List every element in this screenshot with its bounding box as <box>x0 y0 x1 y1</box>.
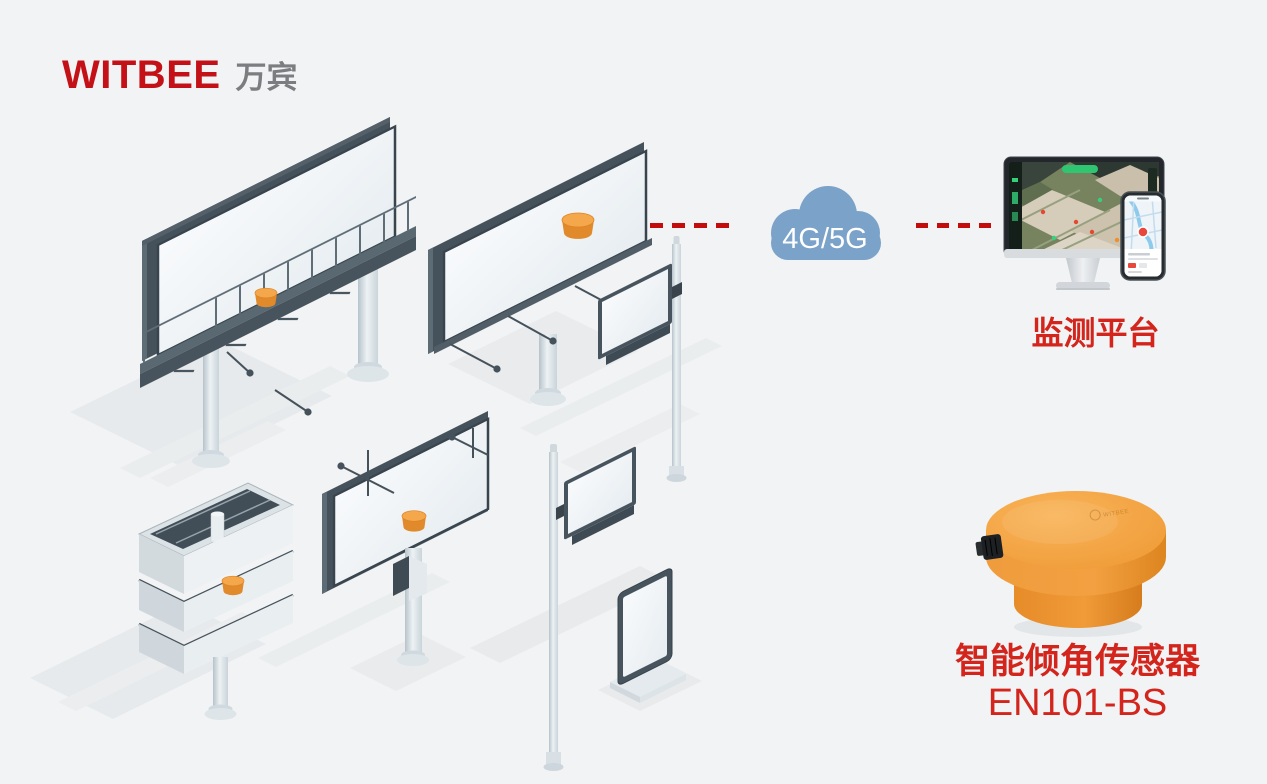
tilt-sensor-icon <box>401 510 427 532</box>
brand-logo-cn: 万宾 <box>235 60 298 95</box>
cable-gland <box>975 534 1004 560</box>
street-sign-small <box>543 444 636 771</box>
tilt-sensor-icon <box>254 287 278 308</box>
product-name: 智能倾角传感器 <box>954 642 1200 681</box>
stacked-sign-boxes <box>137 482 295 720</box>
totem-sign <box>610 568 686 703</box>
brand-logo: WITBEE 万宾 <box>62 52 298 98</box>
billboard-large <box>140 117 416 468</box>
tilt-sensor-icon <box>561 212 595 239</box>
billboard-medium <box>428 142 652 406</box>
monitor-stand <box>1056 258 1110 290</box>
tilt-sensor-icon <box>221 575 245 596</box>
monitor <box>1003 156 1165 290</box>
product-model: EN101-BS <box>987 682 1168 725</box>
platform-label: 监测平台 <box>1031 315 1160 351</box>
product-label: 智能倾角传感器 EN101-BS <box>935 641 1220 726</box>
brand-logo-en: WITBEE <box>62 53 221 97</box>
network-cloud: 4G/5G <box>771 186 881 260</box>
cloud-icon <box>771 186 881 260</box>
cloud-label: 4G/5G <box>782 223 867 255</box>
monitor-screen <box>1009 162 1159 251</box>
product-device: WITBEE <box>975 491 1166 637</box>
billboard-single-pole <box>322 411 490 666</box>
device-marking: WITBEE <box>1103 509 1130 519</box>
phone <box>1120 191 1166 281</box>
floodlight-arm-icon <box>337 428 489 496</box>
street-sign-tall <box>598 236 687 482</box>
floodlight-arm-icon <box>226 351 312 416</box>
phone-screen <box>1124 195 1162 277</box>
